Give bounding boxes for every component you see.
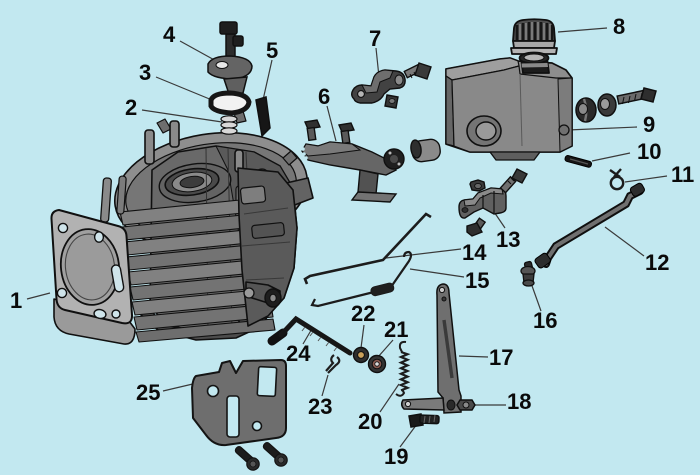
svg-text:12: 12	[645, 250, 669, 275]
svg-text:17: 17	[489, 345, 513, 370]
svg-text:5: 5	[266, 38, 278, 63]
svg-text:20: 20	[358, 409, 382, 434]
svg-text:11: 11	[671, 162, 694, 187]
svg-text:2: 2	[125, 95, 137, 120]
svg-text:10: 10	[637, 139, 661, 164]
svg-text:3: 3	[139, 60, 151, 85]
svg-text:4: 4	[163, 22, 176, 47]
svg-text:6: 6	[318, 84, 330, 109]
svg-text:16: 16	[533, 308, 557, 333]
svg-text:23: 23	[308, 394, 332, 419]
svg-text:21: 21	[384, 317, 408, 342]
svg-text:25: 25	[136, 380, 160, 405]
svg-text:18: 18	[507, 389, 531, 414]
svg-text:9: 9	[643, 112, 655, 137]
svg-text:14: 14	[462, 240, 487, 265]
svg-text:8: 8	[613, 14, 625, 39]
svg-text:24: 24	[286, 341, 311, 366]
svg-text:15: 15	[465, 268, 489, 293]
svg-text:19: 19	[384, 444, 408, 469]
svg-text:1: 1	[10, 288, 22, 313]
svg-text:22: 22	[351, 301, 375, 326]
svg-text:13: 13	[496, 227, 520, 252]
svg-text:7: 7	[369, 26, 381, 51]
